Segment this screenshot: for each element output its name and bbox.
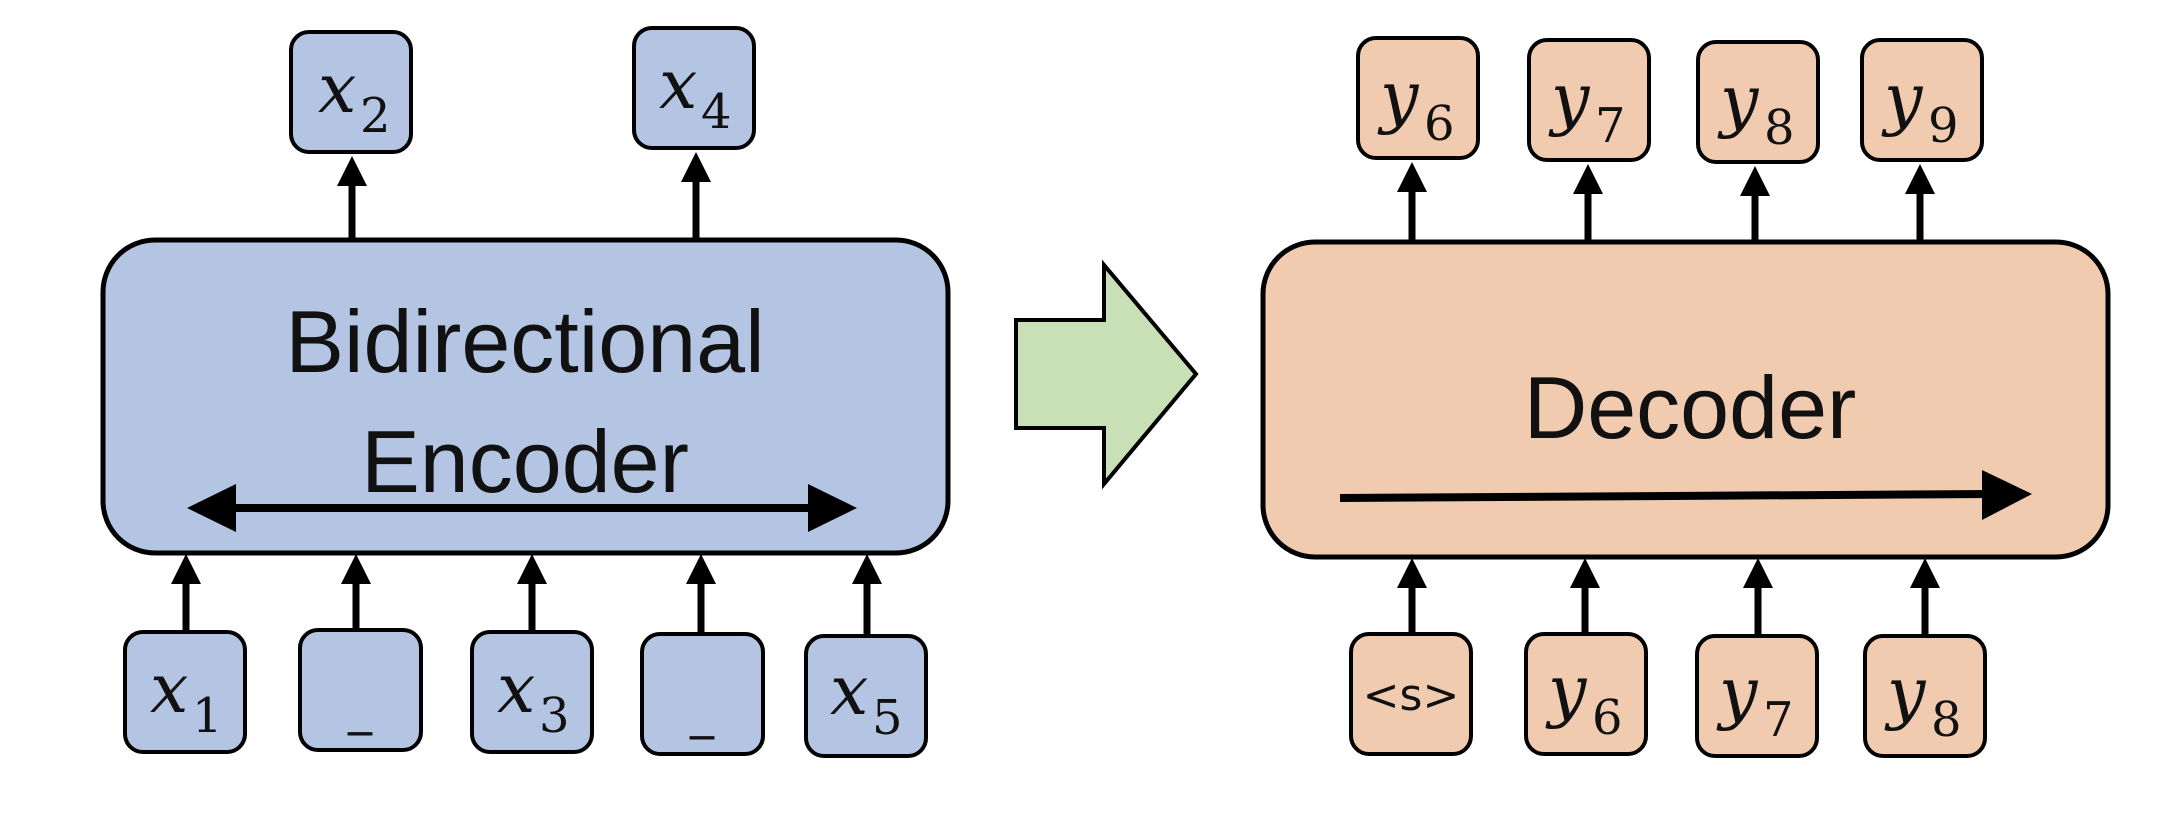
token-subscript: 5 bbox=[872, 690, 903, 746]
decoder-label: Decoder bbox=[1524, 358, 1857, 457]
token-base: x bbox=[830, 652, 868, 731]
token-box: y 7 bbox=[1527, 38, 1651, 162]
token-subscript: 4 bbox=[701, 84, 732, 140]
token-base: x bbox=[318, 50, 356, 129]
token-subscript: 3 bbox=[539, 688, 570, 744]
decoder-input-tokens: <s> y 6 y 7 y 8 bbox=[1349, 632, 1987, 758]
encoder-input-tokens: x 1 _ x 3 _ x 5 bbox=[123, 628, 928, 758]
mask-token-box: _ bbox=[298, 628, 423, 752]
token-base: y bbox=[1717, 62, 1760, 141]
token-base: y bbox=[1716, 654, 1759, 733]
token-base: y bbox=[1545, 652, 1588, 731]
decoder-block bbox=[1260, 239, 2111, 560]
bidirectional-arrow-icon bbox=[187, 484, 857, 532]
encoder-block bbox=[100, 237, 951, 556]
token-box: y 6 bbox=[1356, 36, 1480, 160]
encoder-label-line2: Encoder bbox=[361, 412, 689, 511]
token-base: y bbox=[1548, 60, 1591, 139]
token-subscript: 2 bbox=[360, 88, 391, 144]
token-box: y 8 bbox=[1863, 634, 1987, 758]
token-subscript: 8 bbox=[1764, 100, 1795, 156]
token-box: x 3 bbox=[470, 630, 594, 754]
token-base: y bbox=[1377, 58, 1420, 137]
token-subscript: 1 bbox=[192, 688, 223, 744]
encoder-output-arrows bbox=[337, 152, 711, 240]
token-subscript: 7 bbox=[1595, 98, 1626, 154]
token-box: y 7 bbox=[1695, 634, 1819, 758]
encoder-output-tokens: x 2 x 4 bbox=[289, 26, 756, 154]
token-base: x bbox=[150, 650, 188, 729]
right-block-arrow-icon bbox=[1014, 259, 1199, 490]
encoder-label-line1: Bidirectional bbox=[285, 292, 764, 391]
mask-token-box: _ bbox=[640, 632, 765, 756]
mask-token-label: _ bbox=[347, 680, 373, 736]
start-token-label: <s> bbox=[1363, 670, 1460, 721]
token-box: x 4 bbox=[632, 26, 756, 150]
decoder-output-arrows bbox=[1397, 162, 1935, 242]
decoder: Decoder y 6 y 7 y 8 bbox=[1260, 36, 2111, 758]
token-box: y 9 bbox=[1860, 38, 1984, 162]
token-subscript: 9 bbox=[1928, 98, 1959, 154]
encoder-input-arrows bbox=[171, 554, 882, 634]
token-box: x 5 bbox=[804, 634, 928, 758]
token-base: x bbox=[659, 46, 697, 125]
token-box: x 2 bbox=[289, 30, 413, 154]
token-subscript: 6 bbox=[1424, 96, 1455, 152]
encoder: Bidirectional Encoder x 2 x 4 bbox=[100, 26, 951, 758]
token-box: y 8 bbox=[1696, 40, 1820, 164]
token-subscript: 7 bbox=[1763, 692, 1794, 748]
token-base: y bbox=[1881, 60, 1924, 139]
token-subscript: 6 bbox=[1592, 690, 1623, 746]
mask-token-label: _ bbox=[689, 684, 715, 740]
decoder-output-tokens: y 6 y 7 y 8 y 9 bbox=[1356, 36, 1984, 164]
token-box: y 6 bbox=[1524, 632, 1648, 756]
token-base: x bbox=[497, 650, 535, 729]
decoder-input-arrows bbox=[1397, 558, 1940, 636]
token-base: y bbox=[1884, 654, 1927, 733]
token-box: x 1 bbox=[123, 630, 247, 754]
right-arrow-icon bbox=[1339, 470, 2032, 520]
token-subscript: 8 bbox=[1931, 692, 1962, 748]
start-token-box: <s> bbox=[1349, 632, 1473, 756]
